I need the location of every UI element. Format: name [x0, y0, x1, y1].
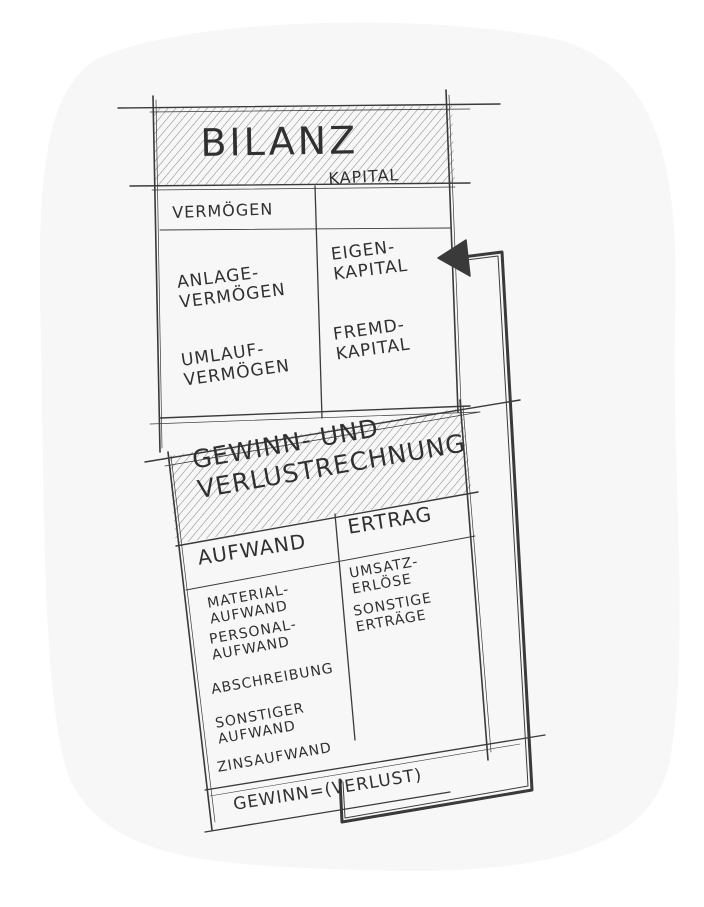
- bilanz-header-vermoegen: VERMÖGEN: [171, 199, 274, 222]
- guv-title-hatch: [168, 408, 472, 544]
- guv-block: [144, 399, 546, 833]
- bilanz-title: BILANZ: [199, 118, 359, 165]
- arrow-gewinn-to-eigenkapital: [338, 239, 534, 824]
- bilanz-block: [117, 89, 501, 453]
- arrowhead: [437, 239, 471, 277]
- bilanz-header-kapital: KAPITAL: [327, 165, 400, 188]
- bilanz-title-hatch: [153, 106, 455, 186]
